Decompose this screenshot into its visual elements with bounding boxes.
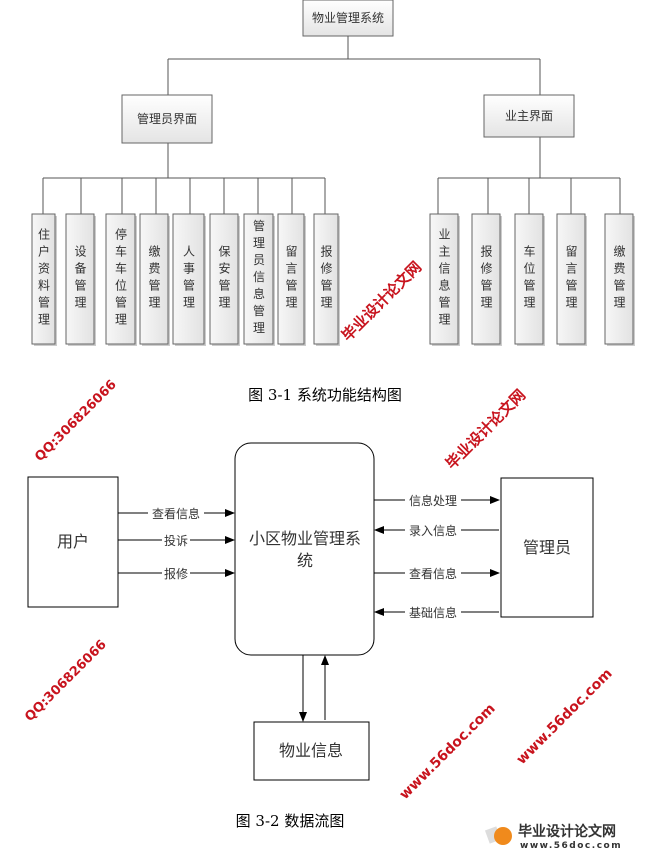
flow-label-bg [162, 565, 190, 580]
logo-name: 毕业设计论文网 [518, 823, 616, 840]
admin-entity-box [500, 477, 594, 618]
leaf-module-label: 留言管理 [284, 245, 298, 313]
site-logo: 毕业设计论文网 www.56doc.com [484, 823, 622, 851]
leaf-module-box [172, 213, 205, 345]
property-info-store-label: 物业信息 [279, 741, 343, 760]
user-entity-box [27, 476, 119, 608]
function-structure-chart: 物业管理系统 管理员界面 业主界面 住户资料管理 设备管理 停车车位管理 缴费管理 人事… [31, 0, 635, 404]
leaf-module-label: 缴费管理 [612, 244, 626, 313]
root-node-label: 物业管理系统 [312, 10, 384, 25]
watermark-qq: QQ:306826066 [22, 637, 109, 724]
admin-entity-label: 管理员 [523, 538, 571, 557]
leaf-module-box [243, 213, 274, 345]
leaf-module-box [209, 213, 239, 345]
watermark-qq-2: QQ:306826066 [32, 377, 119, 464]
admin-flow-label: 查看信息 [409, 566, 457, 581]
flow-label-bg [405, 492, 461, 507]
data-flow-diagram: 用户 小区物业管理系 统 管理员 物业信息 查看信息投诉报修信息处理录入信息查看… [27, 442, 594, 830]
flow-label-bg [405, 522, 461, 537]
system-process-label-line2: 统 [297, 551, 313, 570]
system-process-label-line1: 小区物业管理系 [249, 529, 361, 548]
leaf-module-label: 设备管理 [73, 245, 87, 313]
leaf-module-box [429, 213, 459, 345]
leaf-module-label: 报修管理 [319, 244, 333, 313]
leaf-module-box [139, 213, 169, 345]
owner-interface-box [483, 94, 575, 138]
leaf-module-box [556, 213, 586, 345]
leaf-module-label: 停车车位管理 [114, 227, 128, 330]
leaf-module-label: 住户资料管理 [37, 228, 51, 330]
logo-ball-icon [494, 827, 512, 845]
leaf-modules: 住户资料管理 设备管理 停车车位管理 缴费管理 人事管理 保安管理 管理员信息管理 留言管理 报… [31, 178, 635, 346]
admin-flow-label: 录入信息 [409, 523, 457, 538]
flow-label-bg [405, 604, 461, 619]
leaf-module-box [277, 213, 305, 345]
leaf-module-box [31, 213, 56, 345]
owner-interface-label: 业主界面 [505, 109, 553, 123]
watermark-url: www.56doc.com [397, 701, 499, 803]
leaf-module-label: 留言管理 [564, 245, 578, 313]
figure1-caption: 图 3-1 系统功能结构图 [248, 386, 402, 404]
watermark-site-name-2: 毕业设计论文网 [442, 386, 529, 473]
figure2-caption: 图 3-2 数据流图 [236, 812, 345, 830]
leaf-module-box [313, 213, 339, 345]
user-flow-label: 报修 [164, 566, 188, 581]
leaf-module-label: 缴费管理 [147, 244, 161, 313]
root-node-box [302, 0, 394, 37]
logo-url: www.56doc.com [520, 841, 622, 851]
admin-interface-label: 管理员界面 [137, 111, 197, 126]
flow-label-bg [162, 532, 190, 547]
user-entity-label: 用户 [57, 532, 89, 551]
leaf-module-box [65, 213, 95, 345]
leaf-module-label: 人事管理 [182, 245, 196, 313]
leaf-module-box [471, 213, 501, 345]
watermark-url-2: www.56doc.com [514, 666, 616, 768]
system-process-box [234, 442, 375, 656]
leaf-module-label: 业主信息管理 [437, 228, 451, 330]
leaf-module-box [514, 213, 544, 345]
user-flow-label: 查看信息 [152, 506, 200, 521]
admin-flow-label: 信息处理 [409, 493, 457, 508]
leaf-module-label: 报修管理 [479, 244, 493, 313]
admin-interface-box [121, 94, 213, 144]
leaf-module-label: 保安管理 [217, 245, 231, 313]
property-info-store-box [253, 721, 370, 781]
watermark-site-name: 毕业设计论文网 [338, 258, 425, 345]
leaf-module-label: 管理员信息管理 [252, 218, 266, 338]
user-flow-label: 投诉 [164, 533, 188, 548]
flow-label-bg [405, 565, 461, 580]
admin-flow-label: 基础信息 [409, 605, 457, 620]
leaf-module-label: 车位管理 [522, 244, 536, 313]
leaf-module-box [604, 213, 634, 345]
leaf-module-box [105, 213, 136, 345]
flow-label-bg [148, 505, 204, 520]
